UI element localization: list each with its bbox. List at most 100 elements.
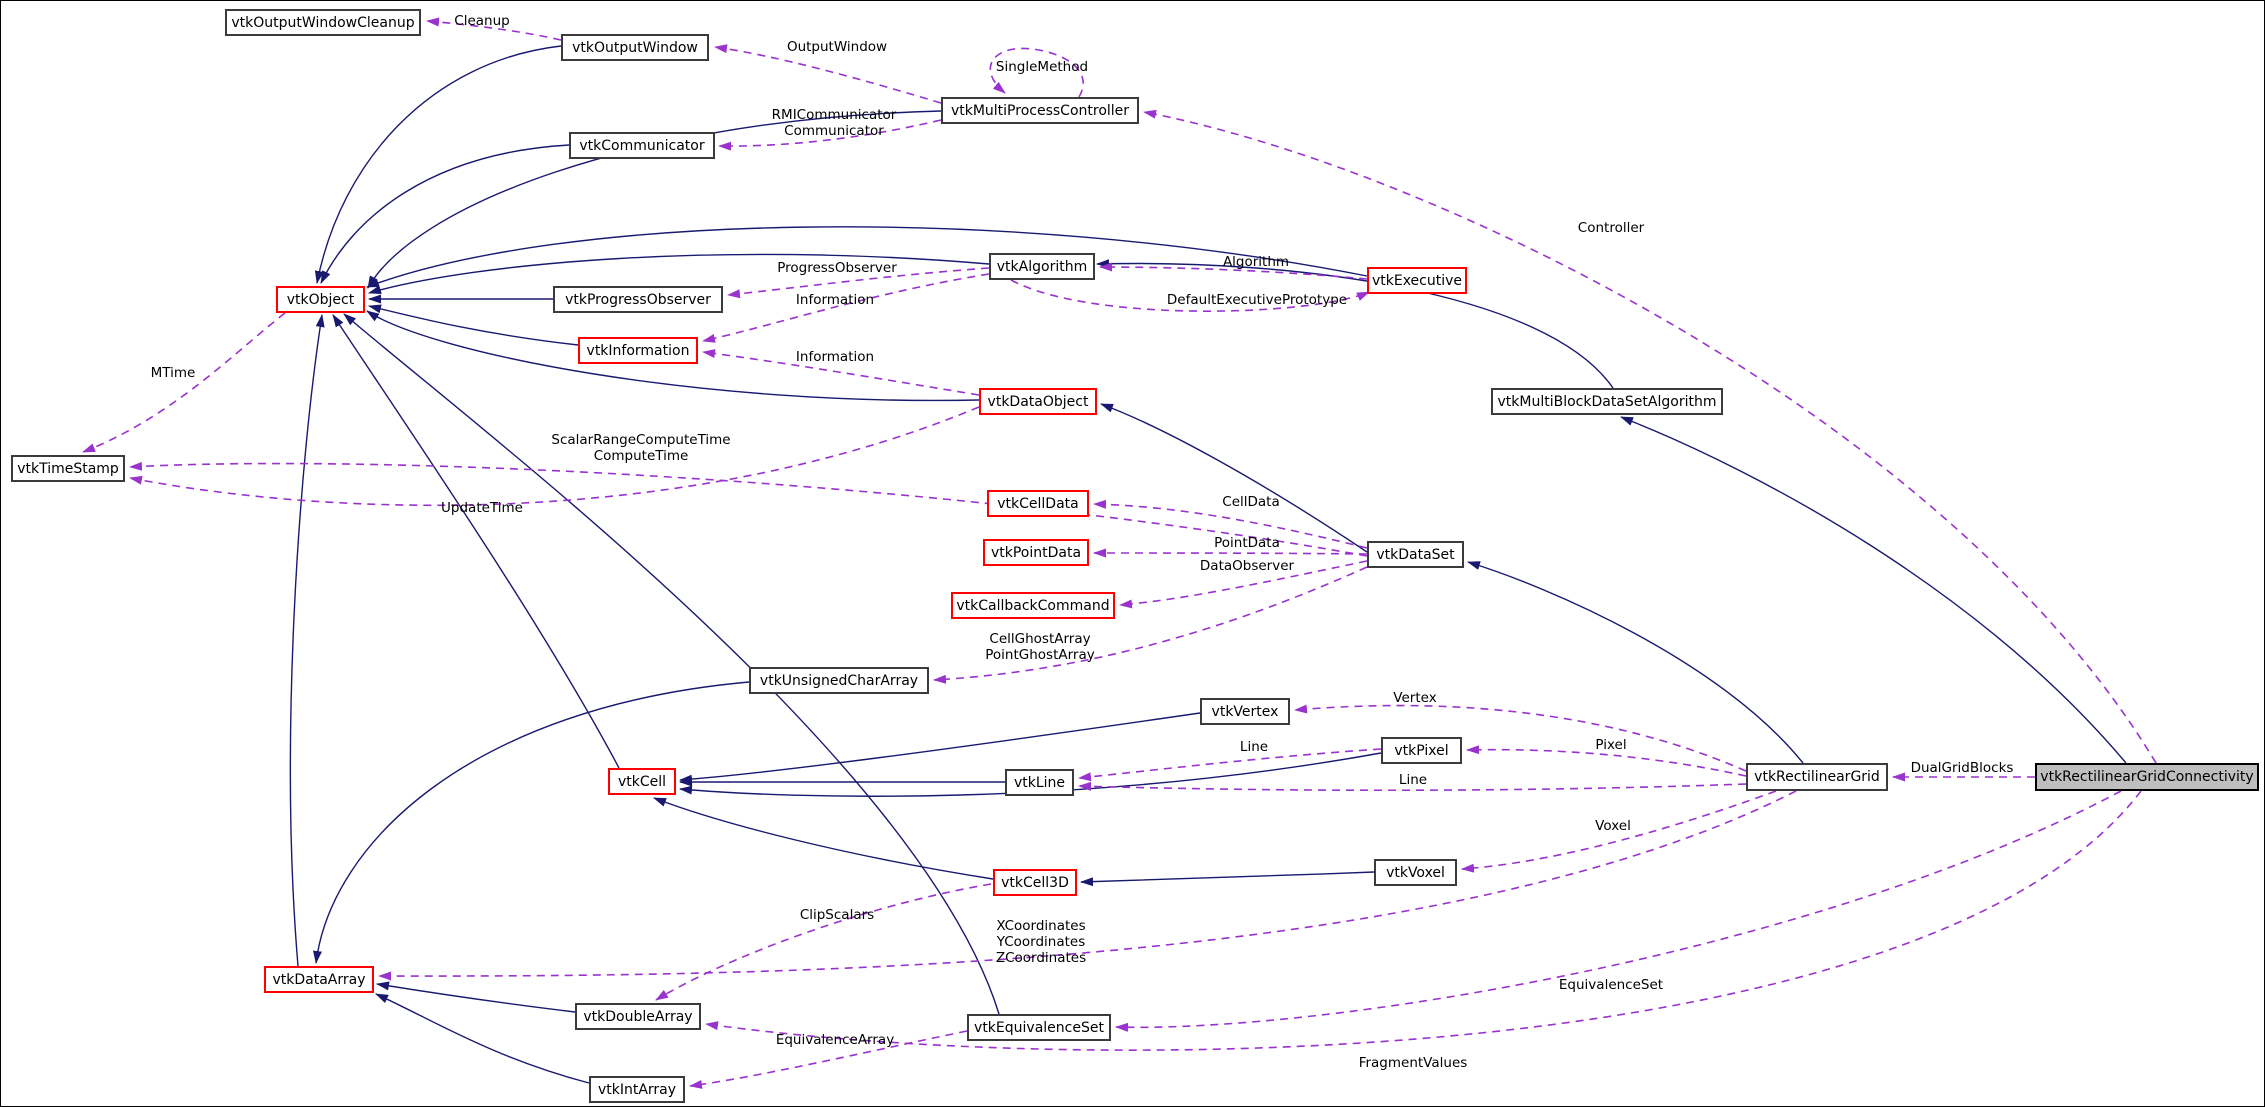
- node-vtkCell[interactable]: vtkCell: [608, 768, 676, 795]
- edge-label-data-observer: DataObserver: [1200, 558, 1294, 574]
- edge-label-single-method: SingleMethod: [996, 59, 1088, 75]
- edge-label-line: PointGhostArray: [985, 647, 1095, 663]
- edge-label-line: SingleMethod: [995, 59, 1089, 75]
- edge-label-line: YCoordinates: [996, 934, 1086, 950]
- edge-label-fragment-values: FragmentValues: [1359, 1055, 1468, 1071]
- node-vtkLine[interactable]: vtkLine: [1005, 769, 1074, 796]
- edge-ScalarRangeComputeTime: [129, 461, 1368, 557]
- edge-Algorithm: [1099, 262, 1368, 280]
- node-vtkExecutive[interactable]: vtkExecutive: [1367, 267, 1467, 294]
- edge-EquivalenceSet: [1115, 790, 2122, 1032]
- edge-UpdateTime: [129, 406, 980, 507]
- node-vtkIntArray[interactable]: vtkIntArray: [589, 1076, 685, 1103]
- node-vtkTimeStamp[interactable]: vtkTimeStamp: [11, 455, 125, 482]
- edge-label-line: DataObserver: [1199, 558, 1295, 574]
- edge-vtkAlgorithm-vtkObject: [368, 253, 990, 295]
- node-vtkCell3D[interactable]: vtkCell3D: [993, 869, 1077, 896]
- edge-Line-from-grid: [1078, 781, 1747, 792]
- edge-label-line: EquivalenceArray: [775, 1032, 895, 1048]
- edge-label-line: Pixel: [1595, 737, 1627, 753]
- node-vtkEquivalenceSet[interactable]: vtkEquivalenceSet: [967, 1014, 1111, 1041]
- edge-label-point-data: PointData: [1214, 535, 1280, 551]
- edge-label-line: MTime: [150, 365, 196, 381]
- edge-label-output-window: OutputWindow: [787, 39, 887, 55]
- edge-vtkInformation-vtkObject: [368, 304, 579, 346]
- edge-label-line: UpdateTime: [441, 500, 523, 516]
- node-vtkOutputWindow[interactable]: vtkOutputWindow: [561, 34, 709, 61]
- edge-label-voxel: Voxel: [1595, 818, 1631, 834]
- edge-Coordinates: [378, 790, 1797, 981]
- edge-label-update-time: UpdateTime: [441, 500, 523, 516]
- edge-label-line: ProgressObserver: [777, 260, 897, 276]
- node-vtkUnsignedCharArray[interactable]: vtkUnsignedCharArray: [749, 667, 929, 694]
- node-vtkPointData[interactable]: vtkPointData: [983, 539, 1089, 566]
- edge-label-dual-grid-blocks: DualGridBlocks: [1911, 760, 2014, 776]
- edge-label-line: ScalarRangeComputeTime: [551, 432, 731, 448]
- edge-vtkOutputWindow-vtkObject: [314, 45, 562, 284]
- edge-label-line: OutputWindow: [786, 39, 888, 55]
- edge-label-line: ZCoordinates: [995, 950, 1087, 966]
- edge-label-line: Communicator: [784, 123, 884, 139]
- edge-Information-dataobject: [702, 349, 980, 396]
- edge-ClipScalars: [655, 883, 992, 1001]
- edge-label-vertex: Vertex: [1393, 690, 1436, 706]
- edge-label-line: DualGridBlocks: [1910, 760, 2014, 776]
- edge-label-line: XCoordinates: [996, 918, 1086, 934]
- edge-label-line: CellData: [1222, 494, 1280, 510]
- edge-vtkDataSet-vtkDataObject: [1100, 403, 1368, 553]
- edge-Vertex: [1294, 704, 1747, 772]
- edge-label-clip-scalars: ClipScalars: [800, 907, 874, 923]
- edge-label-line-from-pixel: Line: [1240, 739, 1268, 755]
- node-vtkProgressObserver[interactable]: vtkProgressObserver: [553, 286, 723, 313]
- edge-vtkRectilinearGridConnectivity-vtkMultiBlockDataSetAlgorithm: [1620, 416, 2127, 764]
- edge-PointData: [1093, 548, 1368, 558]
- node-vtkMultiBlockDataSetAlgorithm[interactable]: vtkMultiBlockDataSetAlgorithm: [1491, 388, 1723, 415]
- edge-label-information-dataobject: Information: [796, 349, 874, 365]
- edge-label-line: Voxel: [1595, 818, 1631, 834]
- edge-CellData: [1093, 499, 1368, 549]
- edge-label-line-from-grid: Line: [1399, 772, 1427, 788]
- node-vtkVertex[interactable]: vtkVertex: [1200, 698, 1290, 725]
- node-vtkDataSet[interactable]: vtkDataSet: [1367, 541, 1464, 568]
- edge-vtkDataObject-vtkObject: [366, 310, 980, 402]
- edge-label-cell-data: CellData: [1222, 494, 1279, 510]
- node-vtkOutputWindowCleanup[interactable]: vtkOutputWindowCleanup: [225, 9, 421, 36]
- node-vtkCallbackCommand[interactable]: vtkCallbackCommand: [951, 592, 1115, 619]
- edge-OutputWindow: [714, 44, 942, 104]
- edge-vtkDataArray-vtkObject: [289, 314, 325, 967]
- edge-FragmentValues: [705, 790, 2142, 1051]
- node-vtkDataArray[interactable]: vtkDataArray: [264, 966, 374, 993]
- edge-label-progress-observer: ProgressObserver: [777, 260, 897, 276]
- edge-Cleanup: [426, 17, 562, 41]
- edge-label-line: Vertex: [1393, 690, 1437, 706]
- node-vtkMultiProcessController[interactable]: vtkMultiProcessController: [941, 97, 1139, 124]
- edge-MTime: [82, 312, 286, 453]
- node-vtkDataObject[interactable]: vtkDataObject: [979, 388, 1097, 415]
- edge-label-line: CellGhostArray: [989, 631, 1091, 647]
- edge-label-information-algorithm: Information: [796, 292, 874, 308]
- edge-label-line: EquivalenceSet: [1558, 977, 1664, 993]
- edge-label-line: Line: [1398, 772, 1428, 788]
- edge-vtkPixel-vtkCell: [679, 752, 1382, 797]
- edge-label-line: DefaultExecutivePrototype: [1166, 292, 1348, 308]
- edge-label-controller: Controller: [1578, 220, 1644, 236]
- edge-vtkVertex-vtkCell: [679, 712, 1201, 784]
- node-vtkAlgorithm[interactable]: vtkAlgorithm: [989, 253, 1095, 280]
- node-vtkDoubleArray[interactable]: vtkDoubleArray: [575, 1003, 701, 1030]
- edge-vtkExecutive-vtkObject: [366, 226, 1368, 288]
- node-vtkInformation[interactable]: vtkInformation: [578, 337, 698, 364]
- node-vtkRectilinearGrid[interactable]: vtkRectilinearGrid: [1746, 763, 1888, 791]
- edge-Pixel: [1466, 745, 1747, 777]
- edge-vtkMultiBlockDataSetAlgorithm-vtkAlgorithm: [1096, 259, 1614, 389]
- node-vtkObject[interactable]: vtkObject: [276, 286, 365, 313]
- node-vtkPixel[interactable]: vtkPixel: [1381, 737, 1462, 764]
- edge-Information-algorithm: [702, 273, 990, 343]
- node-vtkCommunicator[interactable]: vtkCommunicator: [569, 132, 715, 159]
- edge-label-line: Information: [795, 292, 875, 308]
- node-vtkCellData[interactable]: vtkCellData: [987, 490, 1089, 517]
- node-vtkVoxel[interactable]: vtkVoxel: [1374, 859, 1457, 886]
- edge-vtkVoxel-vtkCell3D: [1080, 871, 1375, 887]
